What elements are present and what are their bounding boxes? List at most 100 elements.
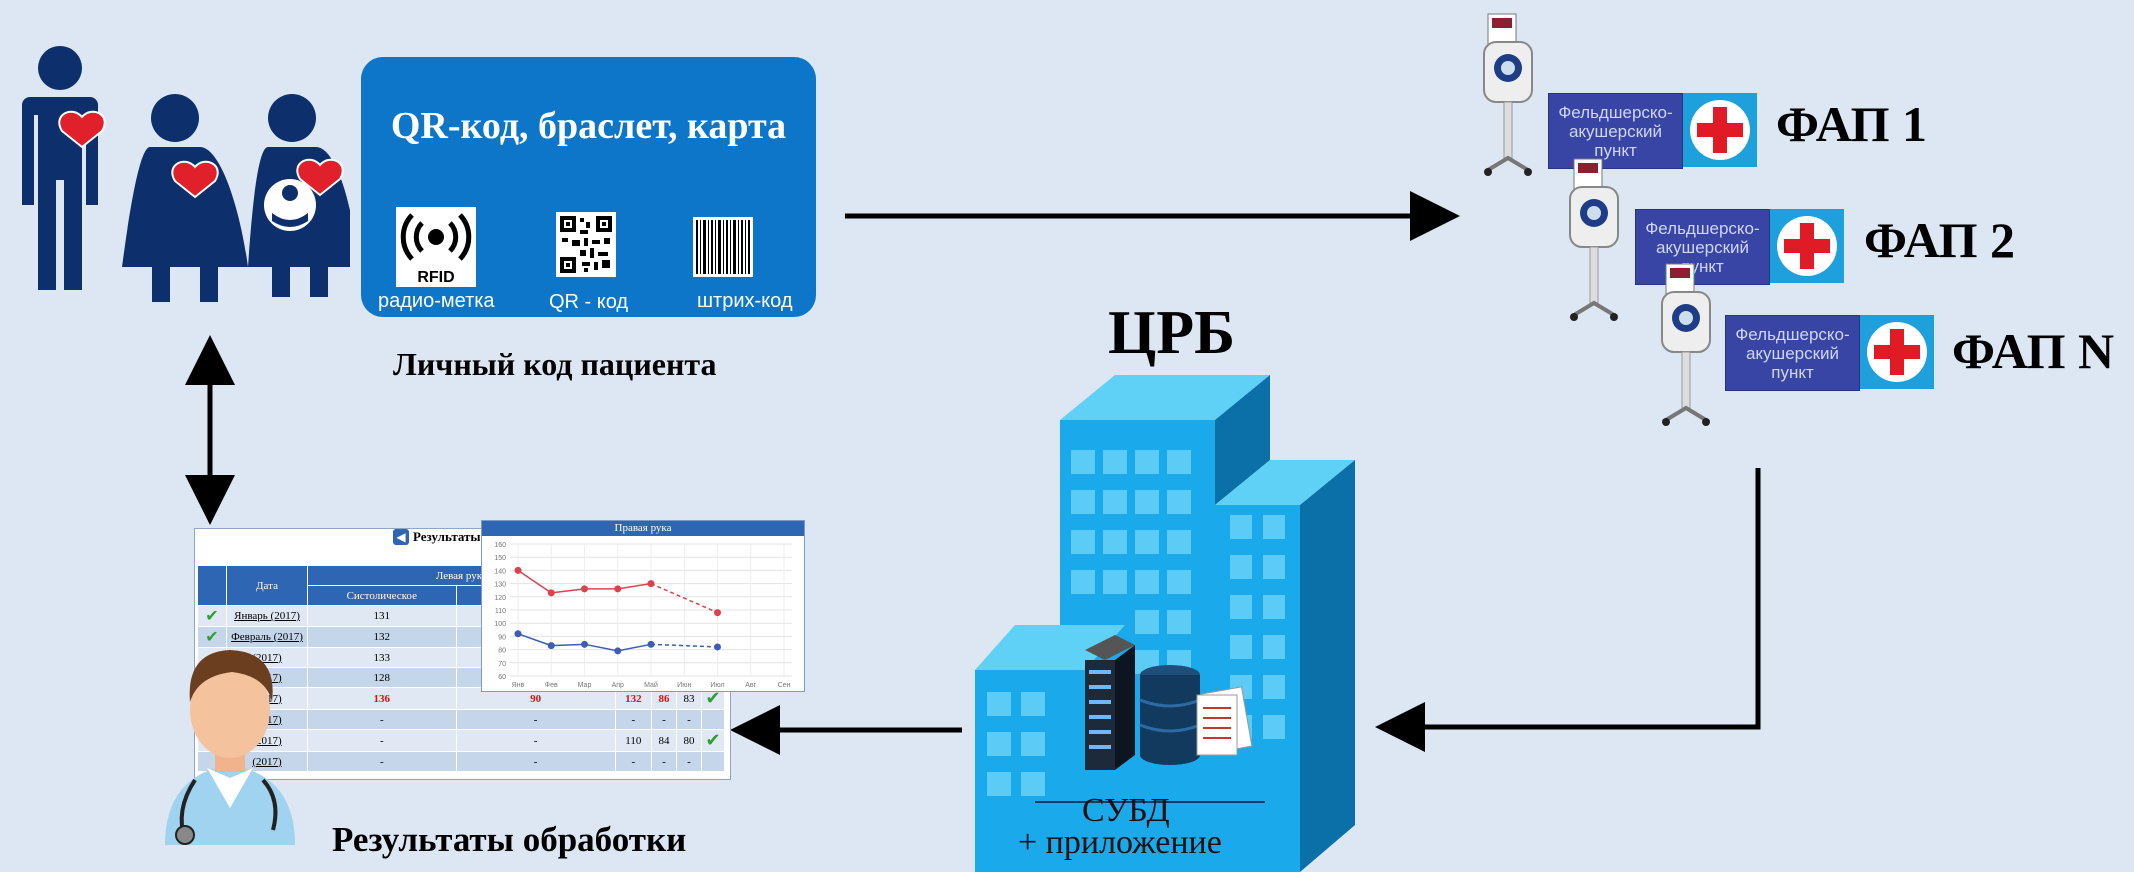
bp-monitor-icon [1569,158,1619,321]
data-point [614,585,622,593]
cell-sys: 128 [307,667,457,688]
data-point [714,609,721,617]
fap-sign-2: Фельдшерско-акушерский пункт [1635,209,1770,285]
cell-sys: - [307,751,457,772]
dbms-label: СУБД [1082,792,1170,829]
chart-title: Правая рука [482,521,804,536]
check-icon: ✔ [197,626,227,648]
cell-c6: 80 [676,729,702,752]
y-tick-label: 90 [498,634,506,641]
cell-date[interactable]: (2017) [226,751,308,772]
y-tick-label: 140 [494,568,506,575]
x-tick-label: Апр [612,682,624,689]
fap-sign-1: Фельдшерско-акушерский пункт [1548,93,1683,169]
y-tick-label: 60 [498,674,506,681]
rfid-caption: радио-метка [378,290,495,312]
medical-cross-icon [1860,315,1934,389]
back-arrow-icon[interactable]: ◀ [393,529,409,545]
data-point [547,642,555,650]
cell-date[interactable]: Январь (2017) [226,605,308,627]
data-point [547,589,555,597]
cell-c6: 83 [676,687,702,710]
status-check-icon [701,751,725,772]
cell-dia: - [455,709,616,730]
results-label: Результаты обработки [332,820,687,859]
barcode-icon [693,217,753,277]
cell-dia: - [455,751,616,772]
arrow-fap-to-crb [1375,468,1761,752]
data-point [581,640,588,648]
cell-date[interactable]: Февраль (2017) [226,626,308,648]
data-point [714,643,721,651]
y-tick-label: 130 [494,582,506,589]
status-check-icon: ✔ [701,687,725,710]
data-point [614,647,622,655]
data-point [647,580,655,588]
cell-sys: - [307,729,457,752]
check-icon: ✔ [197,605,227,627]
data-point [514,630,522,638]
patient-id-card: QR-код, браслет, карта RFID радио-метка … [361,57,816,317]
fap-name-1: ФАП 1 [1776,96,1928,152]
series-line-segment [617,643,652,652]
col-date: Дата [226,565,308,606]
cell-c5: - [651,709,677,730]
series-line-segment [617,582,652,590]
x-tick-label: Фев [545,682,558,689]
server-rack-icon [1085,635,1135,770]
x-tick-label: Июн [677,682,691,689]
dbms-app-label: + приложение [1018,824,1222,861]
cell-sys: 136 [307,687,457,710]
cell-c4: - [614,751,653,772]
crb-label: ЦРБ [1108,299,1236,367]
cell-c5: 84 [651,729,677,752]
series-line-segment [517,633,552,647]
col-systolic: Систолическое [307,585,457,606]
fap-name-2: ФАП 2 [1864,212,2016,268]
document-stack-icon [1196,686,1253,756]
cell-c4: 110 [614,729,653,752]
x-tick-label: Авг [745,682,756,689]
fap-name-n: ФАП N [1952,323,2115,379]
card-title: QR-код, браслет, карта [390,105,787,147]
barcode-caption: штрих-код [697,290,793,312]
series-line-segment [650,582,718,614]
qr-caption: QR - код [549,291,629,313]
rfid-icon: RFID [396,207,476,287]
data-point [514,566,522,574]
cell-c4: - [614,709,653,730]
data-point [647,640,655,648]
y-tick-label: 80 [498,648,506,655]
series-line-segment [584,643,618,652]
series-line-segment [551,643,585,647]
series-line-segment [551,588,585,594]
y-tick-label: 120 [494,595,506,602]
data-point [581,585,588,593]
patients-icon [22,46,350,302]
medical-cross-icon [1770,209,1844,283]
cell-c6: - [676,709,702,730]
medical-cross-icon [1683,93,1757,167]
cell-sys: 133 [307,647,457,668]
cell-c6: - [676,751,702,772]
qr-code-icon [556,212,616,277]
y-tick-label: 70 [498,661,506,668]
cell-sys: 132 [307,626,457,648]
x-tick-label: Янв [512,682,525,689]
bp-monitor-icon [1483,13,1533,176]
x-tick-label: Май [644,681,658,689]
status-check-icon [701,709,725,730]
y-tick-label: 150 [494,555,506,562]
series-line-segment [517,569,552,594]
cell-sys: - [307,709,457,730]
fap-sign-n: Фельдшерско-акушерский пункт [1725,315,1860,391]
y-tick-label: 110 [495,608,506,615]
cell-dia: 90 [455,687,616,710]
rfid-text: RFID [417,269,454,286]
x-tick-label: Сен [778,682,791,689]
table-title: Результаты з [413,529,490,544]
